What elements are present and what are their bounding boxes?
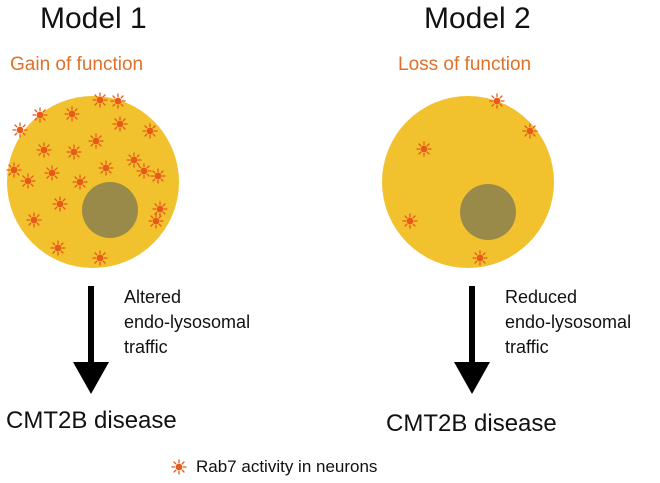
model1-rab7-marker xyxy=(152,201,168,217)
model1-outcome: CMT2B disease xyxy=(6,407,177,434)
model1-rab7-marker xyxy=(126,152,142,168)
rab7-star-icon xyxy=(171,459,187,475)
model2-arrow-label-line1: Reduced xyxy=(505,287,578,307)
model2-arrow-label-line3: traffic xyxy=(505,337,549,357)
model1-rab7-marker xyxy=(44,165,60,181)
model1-nucleus xyxy=(82,182,138,238)
model1-rab7-marker xyxy=(32,107,48,123)
model1-neuron-cell xyxy=(7,96,179,268)
model1-rab7-marker xyxy=(112,116,128,132)
model1-rab7-marker xyxy=(50,240,66,256)
model1-rab7-marker xyxy=(98,160,114,176)
model1-title: Model 1 xyxy=(40,2,147,35)
model2-arrow xyxy=(454,286,490,394)
model1-arrow-label-line3: traffic xyxy=(124,337,168,357)
model2-rab7-marker xyxy=(416,141,432,157)
model1-rab7-marker xyxy=(150,168,166,184)
model2-subtitle: Loss of function xyxy=(398,54,532,75)
model1-rab7-marker xyxy=(36,142,52,158)
model2-neuron-cell xyxy=(382,96,554,268)
model1-arrow-label-line1: Altered xyxy=(124,287,182,307)
model1-rab7-marker xyxy=(142,123,158,139)
model1-rab7-marker xyxy=(92,92,108,108)
legend-label: Rab7 activity in neurons xyxy=(196,457,378,476)
model1-rab7-marker xyxy=(136,163,152,179)
model1-rab7-marker xyxy=(88,133,104,149)
model1-rab7-marker xyxy=(12,122,28,138)
model2-rab7-marker xyxy=(522,123,538,139)
model2-rab7-marker xyxy=(402,213,418,229)
model1-arrow-label: Altered endo-lysosomal traffic xyxy=(124,285,250,360)
model1-rab7-marker xyxy=(148,213,164,229)
model1-rab7-marker xyxy=(64,106,80,122)
model2-rab7-marker xyxy=(472,250,488,266)
model1-rab7-marker xyxy=(66,144,82,160)
model1-rab7-marker xyxy=(92,250,108,266)
model1-arrow-label-line2: endo-lysosomal xyxy=(124,312,251,332)
legend: Rab7 activity in neurons xyxy=(170,457,377,477)
model1-rab7-marker xyxy=(26,212,42,228)
model2-rab7-marker xyxy=(489,93,505,109)
model1-rab7-marker xyxy=(6,162,22,178)
model2-title: Model 2 xyxy=(424,2,531,35)
model1-rab7-marker xyxy=(52,196,68,212)
model2-nucleus xyxy=(460,184,516,240)
model1-rab7-marker xyxy=(72,174,88,190)
model2-outcome: CMT2B disease xyxy=(386,410,557,437)
model1-subtitle: Gain of function xyxy=(10,54,144,75)
model2-arrow-label: Reduced endo-lysosomal traffic xyxy=(505,285,631,360)
model1-rab7-marker xyxy=(110,93,126,109)
model1-rab7-marker xyxy=(20,173,36,189)
model1-arrow xyxy=(73,286,109,394)
model2-arrow-label-line2: endo-lysosomal xyxy=(505,312,632,332)
